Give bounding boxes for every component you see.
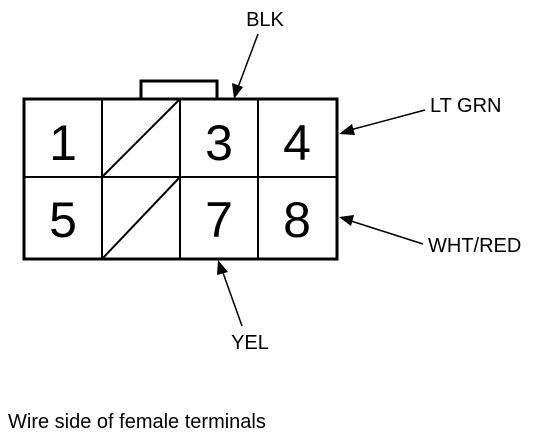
pin-5-label: 5 <box>49 192 77 248</box>
blk-callout: BLK <box>232 9 285 99</box>
wht-red-leader-line <box>350 220 424 245</box>
yel-arrowhead <box>217 260 228 275</box>
pin-7-label: 7 <box>205 192 233 248</box>
pin-1-label: 1 <box>49 115 77 171</box>
pin-numbers: 1 3 4 5 7 8 <box>49 115 311 248</box>
yel-leader-line <box>221 269 243 327</box>
yel-callout: YEL <box>217 260 269 354</box>
blk-arrowhead <box>232 83 243 99</box>
blk-leader-line <box>236 33 259 91</box>
wht-red-wire-label: WHT/RED <box>428 235 521 257</box>
blk-wire-label: BLK <box>246 9 284 31</box>
wht-red-arrowhead <box>339 215 354 226</box>
lt-grn-callout: LT GRN <box>339 95 502 135</box>
empty-cavity-6-slash <box>101 176 181 260</box>
pin-3-label: 3 <box>205 115 233 171</box>
empty-cavity-2-slash <box>101 98 181 178</box>
lt-grn-wire-label: LT GRN <box>430 95 502 117</box>
pin-4-label: 4 <box>283 115 311 171</box>
lt-grn-arrowhead <box>339 124 355 135</box>
connector-housing <box>22 79 339 261</box>
locking-tab <box>139 79 219 99</box>
diagram-caption: Wire side of female terminals <box>8 411 266 433</box>
pin-8-label: 8 <box>283 192 311 248</box>
lt-grn-leader-line <box>349 109 426 131</box>
yel-wire-label: YEL <box>231 332 269 354</box>
wht-red-callout: WHT/RED <box>339 215 521 257</box>
